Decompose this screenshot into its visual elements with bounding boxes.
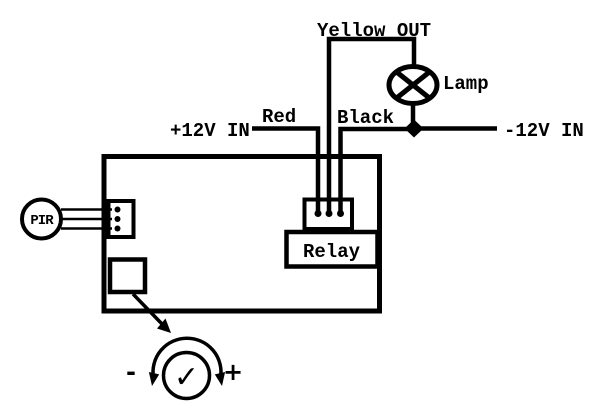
dial-circle [161,350,212,401]
relay-pin-black [337,210,344,217]
pir-pin-2 [114,216,121,222]
rotation-arc-icon [151,336,223,379]
red-wire [252,126,321,211]
check-icon: ✓ [174,360,199,395]
pir-sensor-icon: PIR [20,197,63,241]
pir-pin-1 [114,206,121,213]
relay-pin-red [314,210,322,217]
relay-label: Relay [303,241,361,263]
black-wire [338,126,408,211]
pir-pin-3 [114,225,121,232]
dial-minus-label: - [126,358,136,386]
pointer-arrow-icon [131,292,171,333]
pir-label: PIR [30,213,54,229]
potentiometer-block [107,257,148,295]
plus-12v-in-label: +12V IN [170,120,250,142]
junction-dot-icon [404,119,424,138]
yellow-out-label: Yellow OUT [317,20,431,42]
yellow-wire [326,36,417,211]
lamp-label: Lamp [443,73,489,95]
black-wire-label: Black [337,107,394,129]
lamp-icon [386,64,440,106]
arc-arrowhead-left [148,372,160,386]
minus-12v-in-label: -12V IN [504,120,584,142]
arc-arrowhead-right [214,372,226,386]
adjustment-dial: ✓ - + [126,336,243,401]
dial-plus-label: + [223,358,243,386]
red-wire-label: Red [262,106,296,128]
relay-box [284,229,380,269]
relay-pin-yellow [325,210,333,217]
pir-connector [106,199,136,239]
